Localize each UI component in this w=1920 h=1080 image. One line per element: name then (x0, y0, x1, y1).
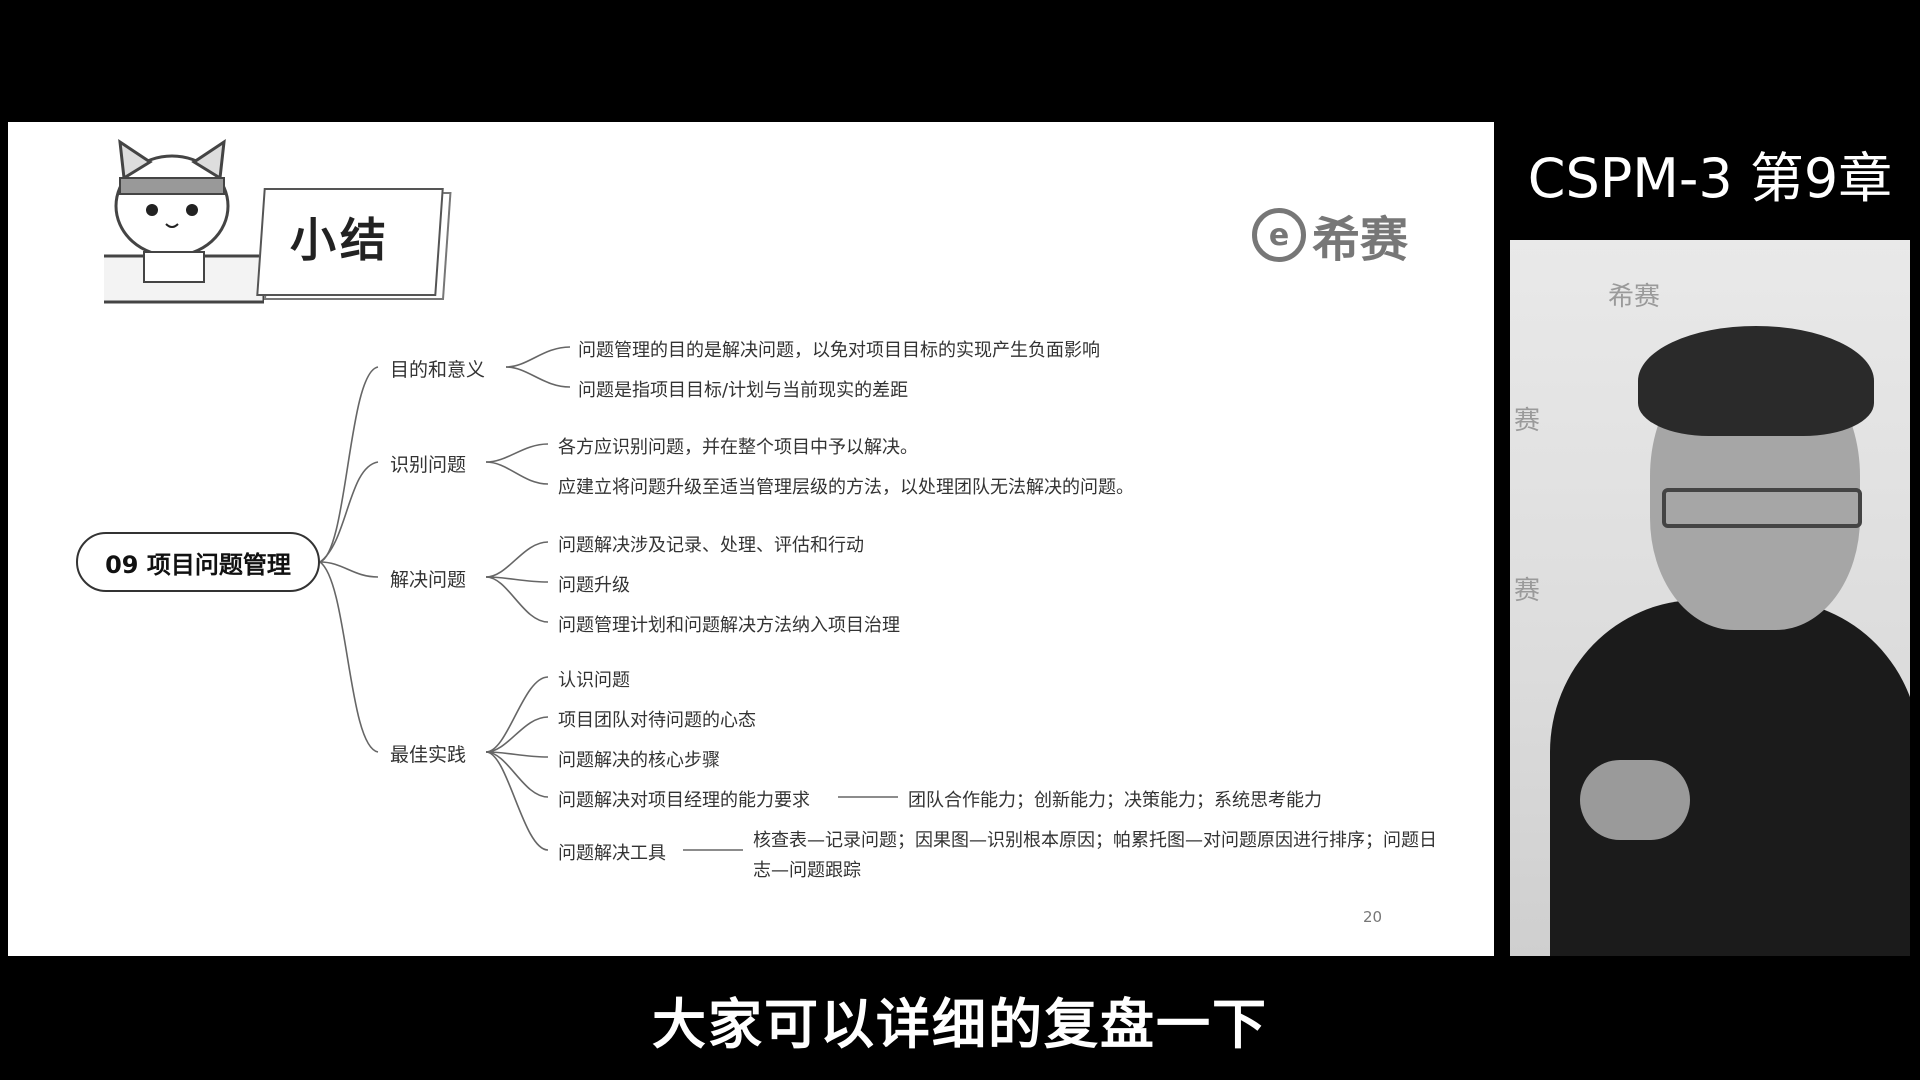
presenter-video: 希赛 赛 赛 (1510, 240, 1910, 956)
watermark-text: 赛 (1514, 576, 1541, 606)
mindmap-root: 09 项目问题管理 (76, 532, 320, 592)
video-subtitle: 大家可以详细的复盘一下 (652, 993, 1268, 1056)
branch-best-practice: 最佳实践 (390, 744, 467, 766)
leaf-item: 问题是指项目目标/计划与当前现实的差距 (578, 380, 909, 401)
branch-identify: 识别问题 (390, 454, 467, 476)
leaf-item: 问题解决的核心步骤 (558, 750, 720, 771)
leaf-item: 问题解决涉及记录、处理、评估和行动 (558, 535, 864, 556)
logo-e-icon: e (1252, 208, 1306, 262)
leaf-item: 问题管理的目的是解决问题，以免对项目目标的实现产生负面影响 (578, 340, 1100, 361)
presenter-hair (1638, 326, 1874, 436)
branch-resolve: 解决问题 (390, 569, 467, 591)
watermark-logo: 希赛 (1608, 282, 1661, 312)
leaf-item: 问题升级 (558, 575, 630, 596)
leaf-item: 问题解决对项目经理的能力要求 (558, 790, 810, 811)
presenter-glasses (1662, 488, 1862, 528)
course-title: CSPM-3 第9章 (1527, 147, 1893, 210)
page-number: 20 (1363, 908, 1383, 926)
logo-text: 希赛 (1312, 212, 1409, 268)
leaf-item: 认识问题 (558, 670, 630, 691)
leaf-item: 问题管理计划和问题解决方法纳入项目治理 (558, 615, 900, 636)
leaf-item: 问题解决工具 (558, 843, 666, 864)
presenter-hand (1580, 760, 1690, 840)
presentation-slide: 小结 e 希赛 09 项目问题管理 目的和意义 识别问题 解决问题 最佳实践 问… (8, 122, 1494, 956)
leaf-item: 项目团队对待问题的心态 (558, 710, 756, 731)
brand-logo: e 希赛 (1252, 200, 1408, 270)
watermark-text: 赛 (1514, 406, 1541, 436)
slide-title: 小结 (290, 213, 390, 267)
cat-mascot-icon (104, 138, 264, 304)
branch-purpose: 目的和意义 (390, 359, 486, 381)
tools-detail: 核查表—记录问题；因果图—识别根本原因；帕累托图—对问题原因进行排序；问题日志—… (753, 830, 1437, 881)
leaf-item: 应建立将问题升级至适当管理层级的方法，以处理团队无法解决的问题。 (558, 477, 1134, 498)
ability-detail: 团队合作能力；创新能力；决策能力；系统思考能力 (908, 790, 1322, 811)
mindmap-connectors (319, 346, 898, 851)
leaf-item: 各方应识别问题，并在整个项目中予以解决。 (558, 437, 918, 458)
